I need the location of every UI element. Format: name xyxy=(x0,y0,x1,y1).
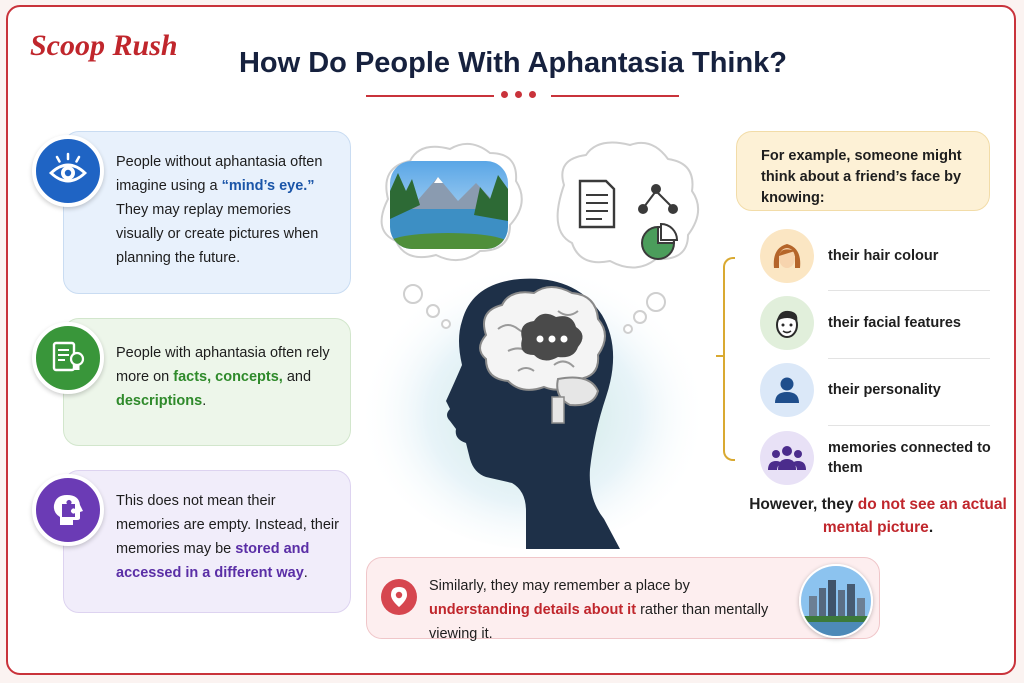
trait-divider xyxy=(828,425,990,426)
mind-eye-card: People without aphantasia often imagine … xyxy=(63,131,351,294)
network-icon xyxy=(638,184,678,214)
mind-eye-text: People without aphantasia often imagine … xyxy=(116,154,323,266)
hair-face-icon xyxy=(760,229,814,283)
example-box: For example, someone might think about a… xyxy=(736,131,990,211)
however-note: However, they do not see an actual menta… xyxy=(749,496,1007,536)
trait-divider xyxy=(828,290,990,291)
eye-icon xyxy=(32,135,104,207)
trait-memories: memories connected to them xyxy=(760,428,992,488)
title-dots xyxy=(501,91,536,98)
head-illustration xyxy=(358,141,708,549)
place-text: Similarly, they may remember a place by … xyxy=(429,578,769,642)
group-icon xyxy=(760,431,814,485)
infographic-frame: Scoop Rush How Do People With Aphantasia… xyxy=(6,5,1016,675)
facts-text: People with aphantasia often rely more o… xyxy=(116,345,330,409)
mind-eye-highlight: “mind’s eye.” xyxy=(221,178,315,194)
landscape-thought-cloud xyxy=(380,142,523,329)
document-icon xyxy=(578,179,616,229)
trait-divider xyxy=(828,358,990,359)
title-rule-right xyxy=(551,95,679,97)
pie-chart-icon xyxy=(641,222,679,260)
trait-label: their facial features xyxy=(828,315,961,331)
face-icon xyxy=(760,296,814,350)
memory-text: This does not mean their memories are em… xyxy=(116,493,339,581)
traits-bracket-tip xyxy=(716,355,724,357)
trait-personality: their personality xyxy=(760,360,992,420)
person-icon xyxy=(760,363,814,417)
trait-label: memories connected to them xyxy=(828,440,991,476)
brand-logo: Scoop Rush xyxy=(30,29,178,62)
page-title: How Do People With Aphantasia Think? xyxy=(238,47,788,79)
thought-bubble-icon xyxy=(521,313,583,361)
facts-card: People with aphantasia often rely more o… xyxy=(63,318,351,446)
memory-card: This does not mean their memories are em… xyxy=(63,470,351,613)
location-pin-icon xyxy=(381,579,417,615)
title-rule-left xyxy=(366,95,494,97)
place-card: Similarly, they may remember a place by … xyxy=(366,557,880,642)
traits-bracket xyxy=(723,257,735,461)
trait-label: their hair colour xyxy=(828,248,939,264)
head-puzzle-icon xyxy=(32,474,104,546)
concept-thought-cloud xyxy=(556,141,699,334)
city-skyline-image xyxy=(799,564,873,638)
trait-hair-colour: their hair colour xyxy=(760,226,992,286)
trait-facial-features: their facial features xyxy=(760,293,992,353)
trait-label: their personality xyxy=(828,382,941,398)
document-idea-icon xyxy=(32,322,104,394)
